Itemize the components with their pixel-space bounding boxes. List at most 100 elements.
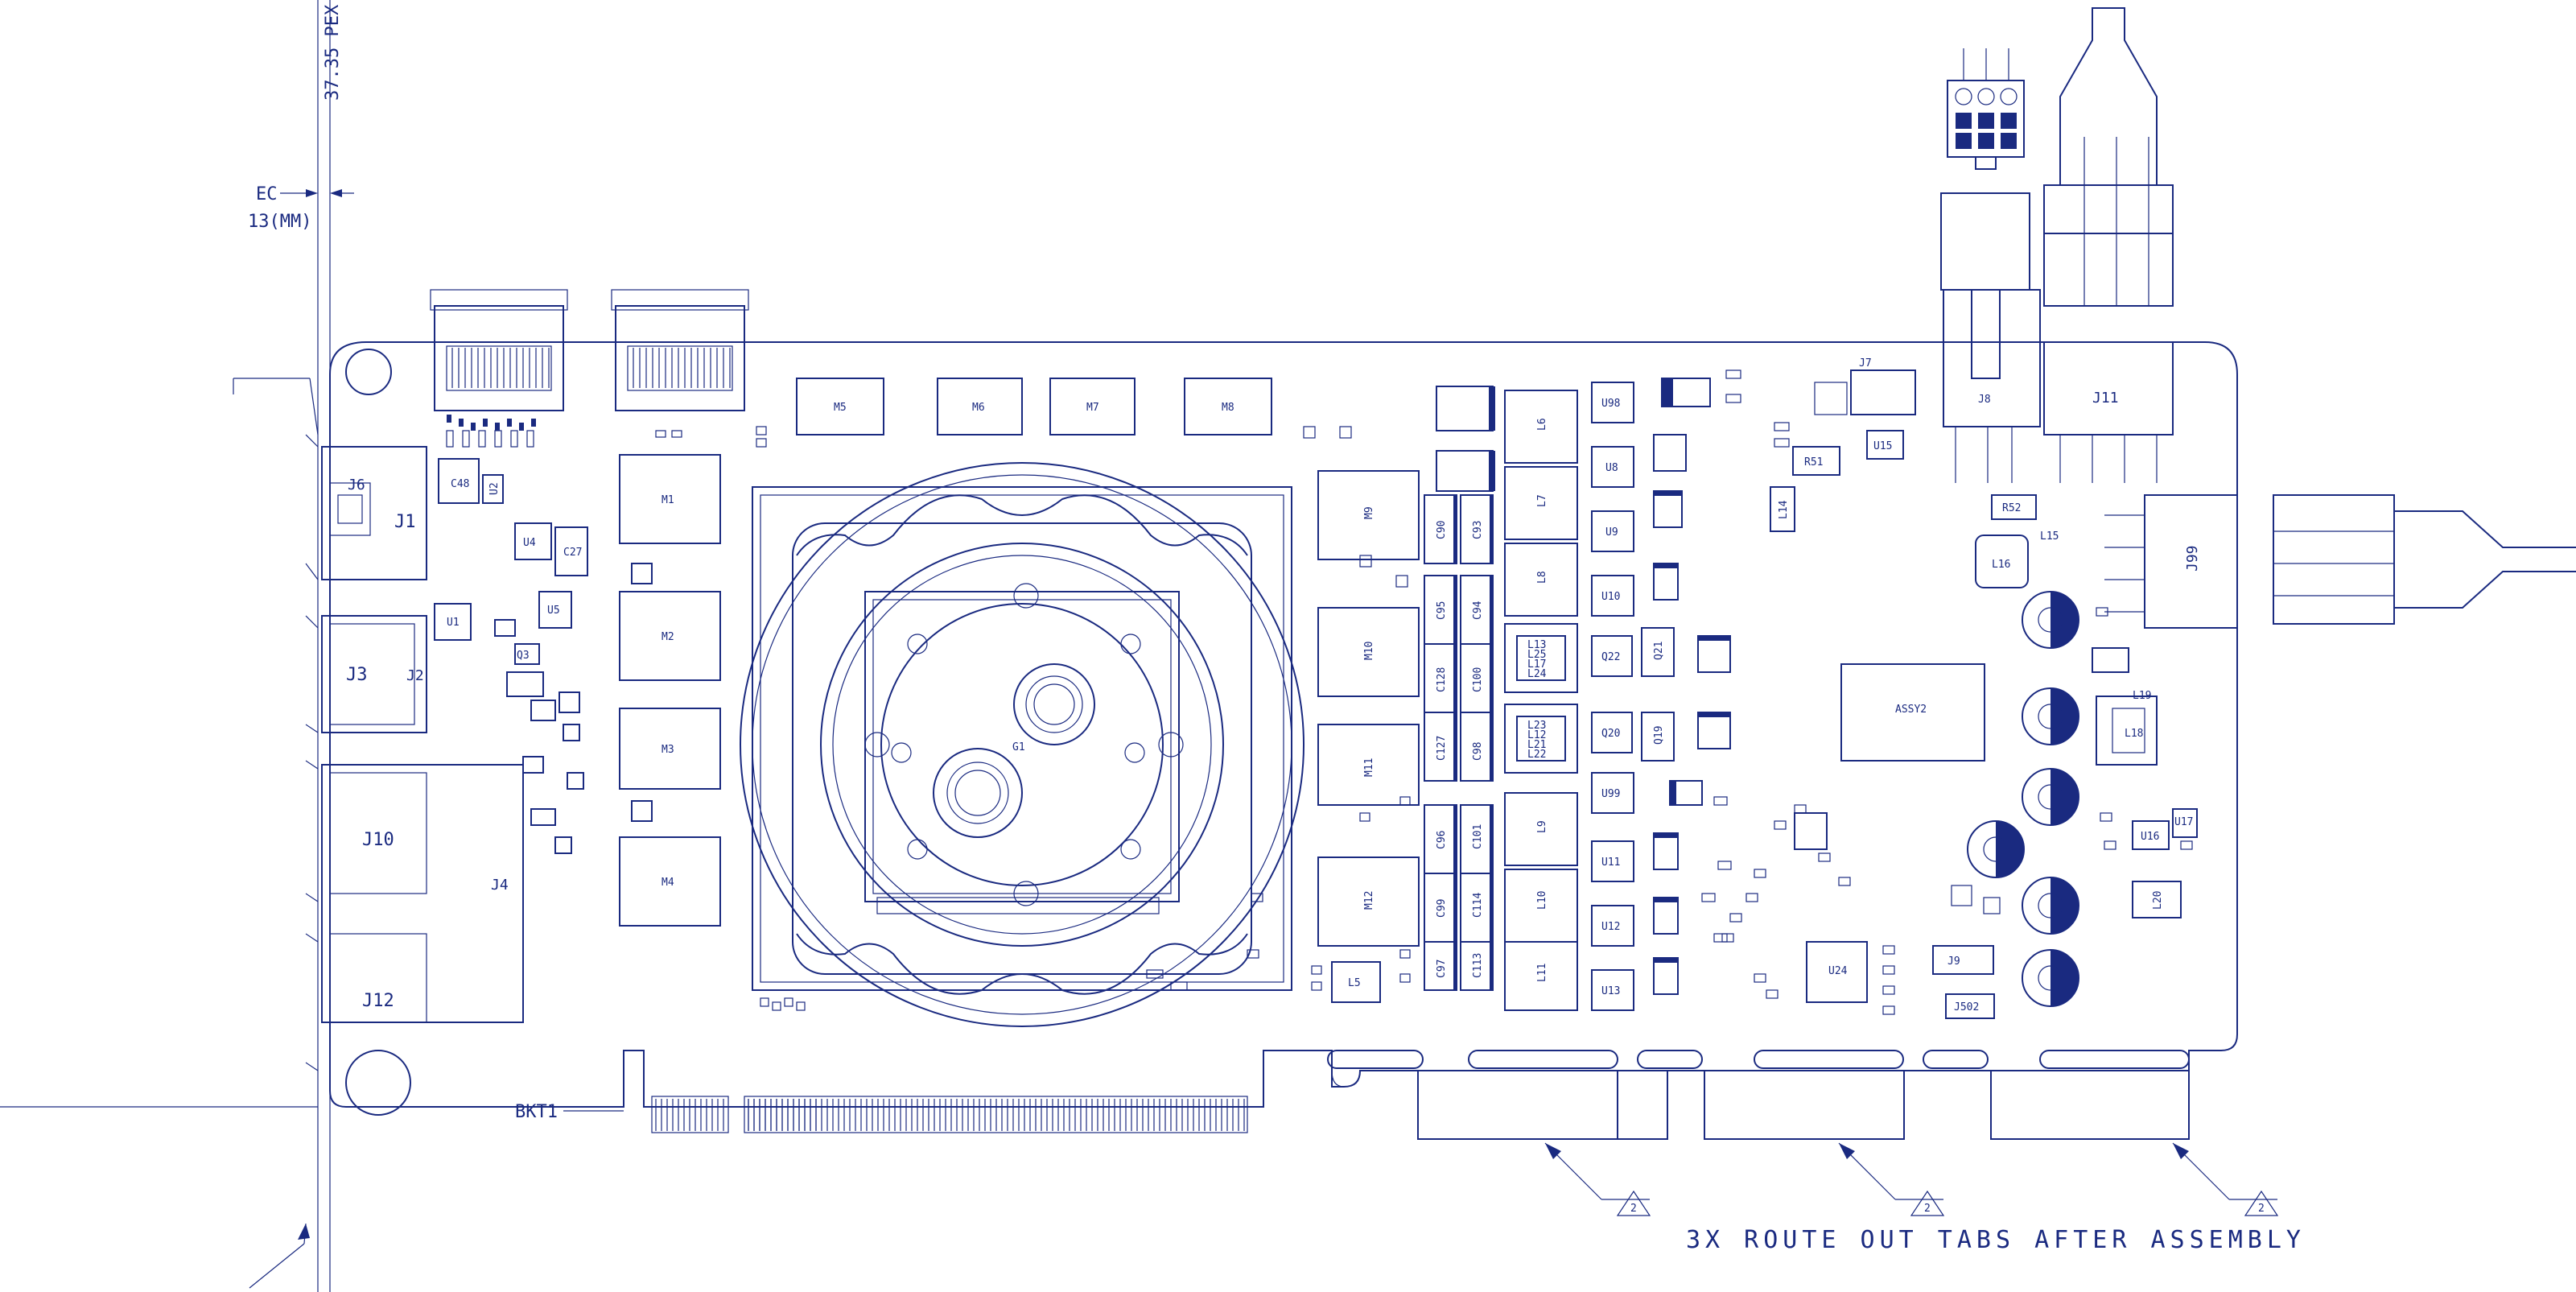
memory-m3: M3 bbox=[662, 744, 674, 756]
inductor-l22: L22 bbox=[1527, 749, 1546, 761]
inductor-l12: L12 bbox=[1527, 729, 1546, 741]
ic-u15: U15 bbox=[1873, 440, 1892, 452]
smd-scatter bbox=[446, 369, 2193, 1015]
inductor-l5: L5 bbox=[1348, 977, 1361, 989]
ic-u98: U98 bbox=[1601, 398, 1620, 410]
memory-m7: M7 bbox=[1086, 402, 1099, 414]
inductor-l6: L6 bbox=[1536, 418, 1548, 431]
inductor-l20: L20 bbox=[2152, 891, 2164, 910]
note-marker-2: 2 bbox=[1924, 1203, 1931, 1215]
connector-j12: J12 bbox=[362, 991, 394, 1011]
bracket-label: BKT1 bbox=[515, 1102, 558, 1122]
cap-c94: C94 bbox=[1472, 601, 1484, 620]
memory-m10: M10 bbox=[1363, 642, 1375, 660]
memory-m9: M9 bbox=[1363, 506, 1375, 519]
inductor-l23: L23 bbox=[1527, 720, 1546, 732]
inductor-l11: L11 bbox=[1536, 964, 1548, 982]
connector-j8: J8 bbox=[1978, 394, 1991, 406]
connector-j11: J11 bbox=[2092, 390, 2119, 407]
assembly-label: ASSY2 bbox=[1895, 704, 1927, 716]
memory-chips-right: M9 M10 M11 M12 bbox=[1317, 470, 1420, 947]
ic-u10: U10 bbox=[1601, 591, 1620, 603]
ecap-3 bbox=[2022, 768, 2079, 826]
cap-c99: C99 bbox=[1436, 899, 1448, 918]
inductor-l17: L17 bbox=[1527, 658, 1546, 671]
memory-chips-left: M1 M2 M3 M4 bbox=[619, 454, 721, 927]
pcie-edge-connector bbox=[651, 1096, 1248, 1133]
pex-dimension-label: 37.35 PEX bbox=[323, 4, 343, 101]
inductor-l24: L24 bbox=[1527, 668, 1547, 680]
ic-u99: U99 bbox=[1601, 788, 1620, 800]
cap-c100: C100 bbox=[1472, 667, 1484, 692]
cap-c127: C127 bbox=[1436, 736, 1448, 761]
connector-j2: J2 bbox=[406, 667, 424, 684]
inductor-l25: L25 bbox=[1527, 649, 1546, 661]
power-connectors: J8 J11 J99 J7 bbox=[1814, 7, 2576, 629]
inductor-l19: L19 bbox=[2133, 690, 2151, 702]
transistor-q19: Q19 bbox=[1653, 726, 1665, 745]
cap-c98: C98 bbox=[1472, 742, 1484, 761]
cap-c128: C128 bbox=[1436, 667, 1448, 692]
mm-dimension-label: 13(MM) bbox=[248, 212, 311, 232]
cap-c90: C90 bbox=[1436, 521, 1448, 539]
ic-u12: U12 bbox=[1601, 921, 1620, 933]
cap-c113: C113 bbox=[1472, 953, 1484, 978]
ic-u5: U5 bbox=[547, 605, 560, 617]
resistor-r52: R52 bbox=[2002, 502, 2021, 514]
io-connectors: J6 J1 J3 J2 J10 J12 J4 bbox=[305, 434, 524, 1071]
connector-j6: J6 bbox=[348, 477, 365, 493]
small-components-left: C48 U2 U4 C27 U1 U5 Q3 bbox=[434, 458, 653, 854]
note-marker-1: 2 bbox=[1630, 1203, 1637, 1215]
ecap-2 bbox=[2022, 687, 2079, 745]
ec-dimension-label: EC bbox=[256, 184, 278, 204]
cap-c96: C96 bbox=[1436, 831, 1448, 849]
transistor-q21: Q21 bbox=[1653, 642, 1665, 660]
cap-c114: C114 bbox=[1472, 893, 1484, 918]
inductor-l8: L8 bbox=[1536, 571, 1548, 584]
memory-m2: M2 bbox=[662, 631, 674, 643]
connector-j9: J9 bbox=[1947, 956, 1960, 968]
capacitor-columns: C90 C95 C128 C127 C96 C99 C97 C93 C94 C1… bbox=[1424, 386, 1495, 991]
connector-j10: J10 bbox=[362, 830, 394, 850]
cap-c101: C101 bbox=[1472, 824, 1484, 849]
gpu-label: G1 bbox=[1012, 741, 1025, 753]
ic-u1: U1 bbox=[447, 617, 460, 629]
inductor-l16: L16 bbox=[1992, 559, 2010, 571]
ic-u9: U9 bbox=[1605, 526, 1618, 539]
inductor-l18: L18 bbox=[2125, 728, 2143, 740]
assembly-note-text: 3X ROUTE OUT TABS AFTER ASSEMBLY bbox=[1686, 1226, 2306, 1254]
ecap-5 bbox=[2022, 877, 2079, 935]
ic-u4: U4 bbox=[523, 537, 536, 549]
sli-connectors bbox=[430, 289, 749, 411]
memory-m11: M11 bbox=[1363, 758, 1375, 777]
inductor-l15: L15 bbox=[2040, 530, 2059, 543]
ic-u2: U2 bbox=[488, 482, 501, 495]
connector-j502: J502 bbox=[1954, 1001, 1979, 1013]
ic-u17: U17 bbox=[2174, 816, 2193, 828]
inductor-l21: L21 bbox=[1527, 739, 1546, 751]
memory-m6: M6 bbox=[972, 402, 985, 414]
ic-u16: U16 bbox=[2141, 831, 2159, 843]
inductor-column: L6 L7 L8 L13 L25 L17 L24 L23 L12 L21 L22… bbox=[1331, 390, 1578, 1011]
ic-u11: U11 bbox=[1601, 857, 1620, 869]
gpu-water-block: G1 bbox=[740, 462, 1304, 1027]
connector-j99: J99 bbox=[2184, 545, 2201, 572]
inductor-l10: L10 bbox=[1536, 891, 1548, 910]
connector-j7: J7 bbox=[1859, 357, 1872, 369]
cap-c95: C95 bbox=[1436, 601, 1448, 620]
cap-c93: C93 bbox=[1472, 521, 1484, 539]
ic-u8: U8 bbox=[1605, 462, 1618, 474]
connector-j1: J1 bbox=[394, 512, 416, 532]
ecap-6 bbox=[2022, 949, 2079, 1007]
dimension-annotations: 37.35 PEX EC 13(MM) bbox=[0, 0, 354, 1292]
cap-c97: C97 bbox=[1436, 960, 1448, 978]
ecap-4 bbox=[1967, 820, 2025, 878]
right-side-components: R51 U15 R52 L14 L16 L15 ASSY2 L19 L18 L2… bbox=[1770, 430, 2198, 1019]
vrm-ics: U98 U8 U9 U10 Q22 Q20 U99 U11 U12 U13 Q2… bbox=[1591, 378, 1731, 1011]
cap-c27: C27 bbox=[563, 547, 582, 559]
transistor-q22: Q22 bbox=[1601, 651, 1620, 663]
memory-m4: M4 bbox=[662, 877, 674, 889]
memory-m1: M1 bbox=[662, 494, 674, 506]
inductor-l14: L14 bbox=[1778, 500, 1790, 519]
